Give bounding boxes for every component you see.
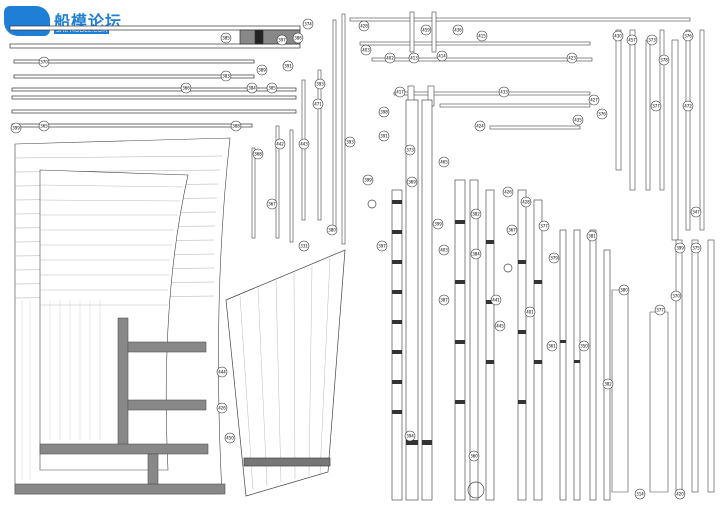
part-label: 350 bbox=[580, 344, 588, 349]
part-label: 383 bbox=[222, 74, 230, 79]
part-label: 382 bbox=[604, 382, 612, 387]
part-label: 472 bbox=[684, 104, 692, 109]
part-label: 398 bbox=[380, 110, 388, 115]
part-label: 399 bbox=[12, 126, 20, 131]
part-label: 436 bbox=[454, 28, 462, 33]
part-label: 414 bbox=[438, 54, 446, 59]
part-label: 389 bbox=[258, 68, 266, 73]
part-label: 360 bbox=[470, 454, 478, 459]
part-label: 459 bbox=[422, 28, 430, 33]
part-labels: 399 370 365 366 383 384 385 388 385 386 … bbox=[10, 18, 702, 500]
part-label: 420 bbox=[676, 492, 684, 497]
part-label: 394 bbox=[406, 434, 414, 439]
part-label: 376 bbox=[684, 34, 692, 39]
part-label: 385 bbox=[268, 86, 276, 91]
part-label: 374 bbox=[304, 22, 312, 27]
part-label: 402 bbox=[386, 56, 394, 61]
part-label: 450 bbox=[226, 436, 234, 441]
part-label: 387 bbox=[440, 298, 448, 303]
part-label: 443 bbox=[300, 142, 308, 147]
part-label: 399 bbox=[434, 222, 442, 227]
part-label: 427 bbox=[590, 98, 598, 103]
part-label: 388 bbox=[232, 124, 240, 129]
part-label: 385 bbox=[222, 36, 230, 41]
part-label: 391 bbox=[380, 134, 388, 139]
part-label: 314 bbox=[636, 492, 644, 497]
part-label: 399 bbox=[676, 246, 684, 251]
part-label: 375 bbox=[692, 246, 700, 251]
rods-middle bbox=[251, 13, 346, 245]
part-label: 441 bbox=[492, 298, 500, 303]
part-label: 386 bbox=[294, 36, 302, 41]
part-label: 380 bbox=[620, 288, 628, 293]
part-label: 399 bbox=[364, 178, 372, 183]
part-label: 377 bbox=[652, 104, 660, 109]
part-label: 370 bbox=[672, 294, 680, 299]
part-label: 397 bbox=[278, 38, 286, 43]
masts-lower bbox=[391, 99, 611, 501]
part-label: 465 bbox=[440, 160, 448, 165]
part-label: 365 bbox=[40, 124, 48, 129]
part-label: 403 bbox=[362, 48, 370, 53]
part-label: 424 bbox=[476, 124, 484, 129]
part-label: 331 bbox=[300, 244, 308, 249]
part-label: 373 bbox=[648, 38, 656, 43]
logo-url: SHIPMODEL.COM bbox=[54, 27, 110, 34]
part-label: 384 bbox=[248, 86, 256, 91]
part-label: 423 bbox=[568, 56, 576, 61]
part-label: 393 bbox=[316, 82, 324, 87]
part-label: 428 bbox=[522, 200, 530, 205]
part-label: 373 bbox=[406, 148, 414, 153]
ring-part bbox=[367, 199, 513, 499]
part-label: 369 bbox=[408, 180, 416, 185]
sail-trapezoid bbox=[225, 249, 346, 497]
part-label: 445 bbox=[496, 324, 504, 329]
part-label: 368 bbox=[254, 152, 262, 157]
part-label: 379 bbox=[550, 256, 558, 261]
part-label: 415 bbox=[478, 34, 486, 39]
part-label: 376 bbox=[598, 112, 606, 117]
part-label: 367 bbox=[508, 228, 516, 233]
logo-emblem bbox=[4, 6, 50, 36]
part-label: 391 bbox=[284, 64, 292, 69]
parts-top-middle bbox=[349, 11, 691, 130]
part-label: 403 bbox=[440, 248, 448, 253]
parts-right bbox=[611, 29, 715, 493]
part-label: 366 bbox=[182, 86, 190, 91]
part-label: 426 bbox=[218, 406, 226, 411]
part-label: 370 bbox=[40, 60, 48, 65]
part-label: 435 bbox=[574, 118, 582, 123]
part-label: 382 bbox=[472, 212, 480, 217]
sail-left-large bbox=[14, 137, 231, 495]
part-label: 433 bbox=[500, 90, 508, 95]
part-label: 417 bbox=[396, 90, 404, 95]
spars-top-left bbox=[9, 25, 301, 128]
part-label: 384 bbox=[472, 252, 480, 257]
part-label: 378 bbox=[660, 58, 668, 63]
part-label: 457 bbox=[628, 38, 636, 43]
part-label: 393 bbox=[346, 140, 354, 145]
part-label: 426 bbox=[504, 190, 512, 195]
part-label: 377 bbox=[540, 224, 548, 229]
part-label: 380 bbox=[328, 228, 336, 233]
part-label: 442 bbox=[276, 142, 284, 147]
part-label: 428 bbox=[360, 24, 368, 29]
part-label: 401 bbox=[526, 310, 534, 315]
part-label: 347 bbox=[692, 210, 700, 215]
part-label: 381 bbox=[588, 234, 596, 239]
part-label: 471 bbox=[314, 102, 322, 107]
part-label: 430 bbox=[614, 34, 622, 39]
part-label: 377 bbox=[656, 308, 664, 313]
part-label: 397 bbox=[378, 244, 386, 249]
part-label: 361 bbox=[548, 344, 556, 349]
part-label: 367 bbox=[268, 202, 276, 207]
part-label: 444 bbox=[218, 370, 226, 375]
part-label: 413 bbox=[410, 56, 418, 61]
